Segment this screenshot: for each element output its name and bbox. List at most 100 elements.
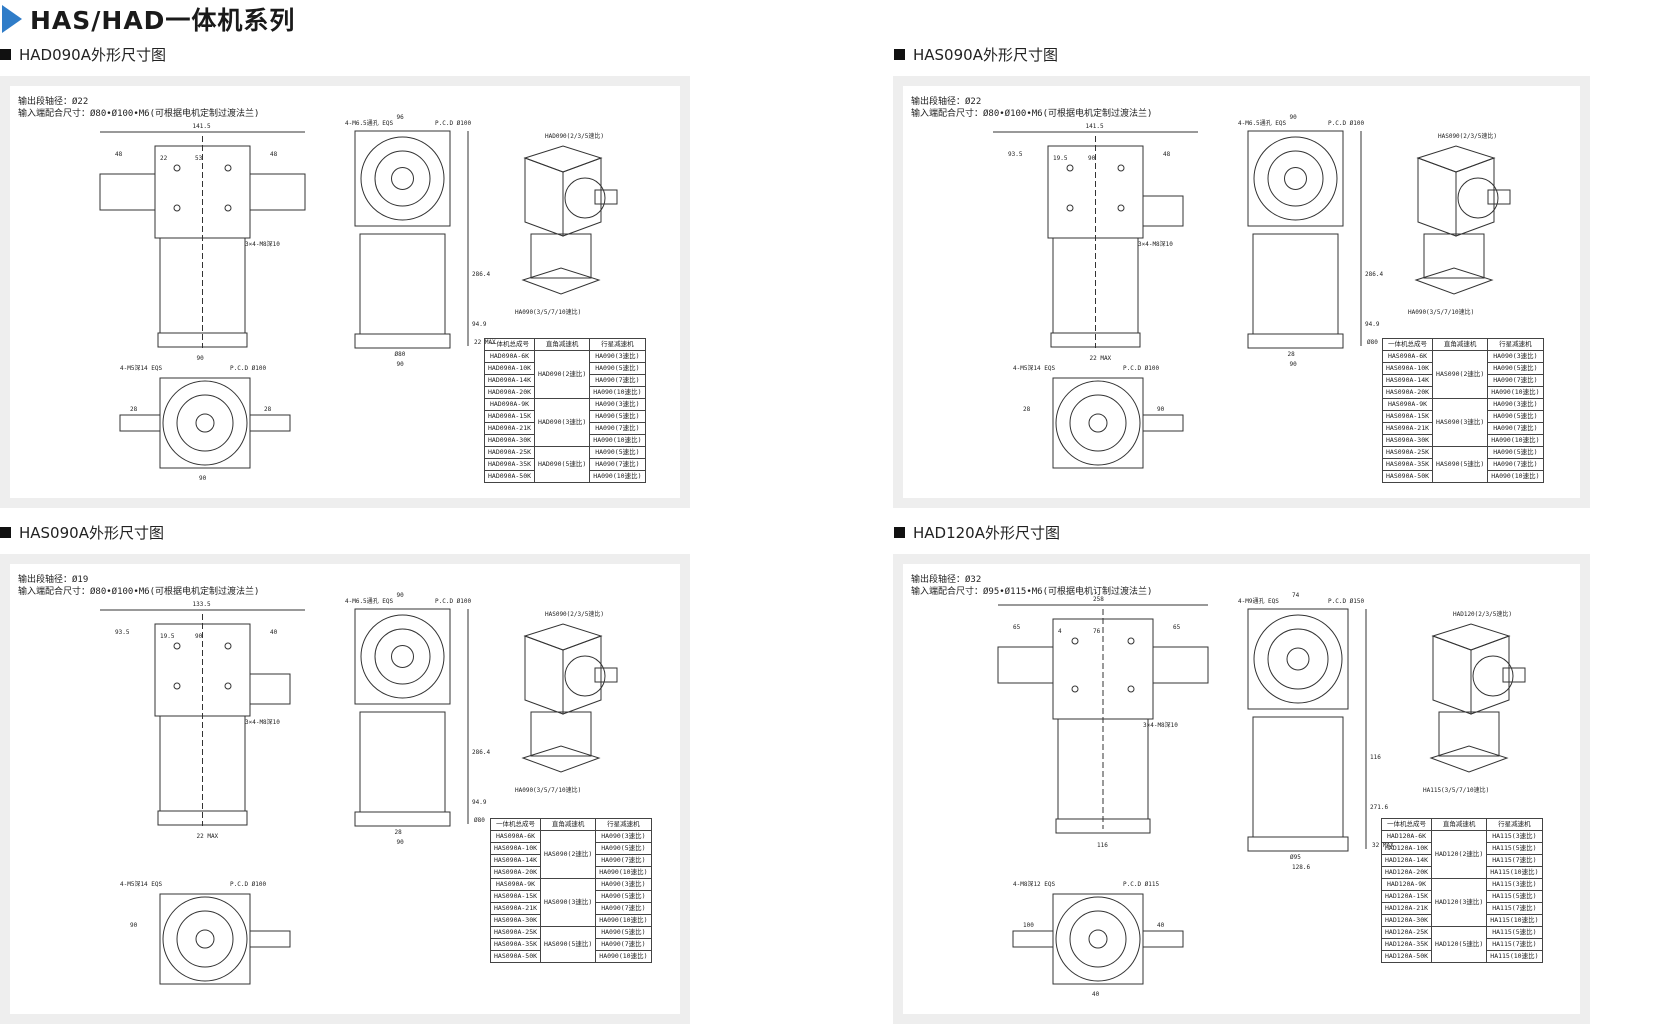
dimension-value: Ø80	[474, 817, 485, 824]
drawing-panel-4: 输出段轴径：Ø32 输入端配合尺寸：Ø95•Ø115•M6(可根据电机订制过渡法…	[893, 554, 1590, 1024]
bolt-hole	[224, 682, 232, 690]
flange-circle-inner	[374, 628, 431, 685]
model-number-cell: HAS090A-35K	[489, 938, 542, 951]
model-number-cell: HAD120A-14K	[1380, 854, 1433, 867]
planetary-reducer-cell: HA115(7速比)	[1486, 938, 1543, 951]
planetary-reducer-cell: HA090(10速比)	[595, 866, 652, 879]
model-number-cell: HAD120A-25K	[1380, 926, 1433, 939]
output-shaft-left	[997, 646, 1054, 684]
iso-planetary-body	[530, 233, 592, 279]
planetary-reducer-cell: HA090(10速比)	[1487, 386, 1544, 399]
column-header: 一体机总成号	[1380, 818, 1433, 831]
side-head-outline	[354, 130, 451, 227]
table-row: HAS090A-20K HA090(10速比)	[489, 866, 652, 879]
dimension-value: 96	[397, 114, 405, 121]
iso-input-flange	[1414, 267, 1494, 295]
planetary-reducer-cell: HA090(5速比)	[589, 362, 646, 375]
bottom-shaft-right	[249, 930, 291, 948]
drawing-panel-1: 输出段轴径：Ø22 输入端配合尺寸：Ø80•Ø100•M6(可根据电机定制过渡法…	[0, 76, 690, 508]
model-number-cell: HAD120A-9K	[1380, 878, 1433, 891]
bolt-hole	[173, 642, 181, 650]
front-view	[993, 131, 1198, 348]
dimension-value: 94.9	[472, 799, 487, 806]
bolt-hole	[173, 682, 181, 690]
right-angle-reducer-cell: HAD090(5速比)	[534, 446, 591, 483]
table-header-row: 一体机总成号直角减速机行星减速机	[1381, 338, 1544, 351]
planetary-reducer-cell: HA090(3速比)	[595, 830, 652, 843]
model-number-cell: HAS090A-10K	[489, 842, 542, 855]
drawing-sheet: 输出段轴径：Ø22 输入端配合尺寸：Ø80•Ø100•M6(可根据电机定制过渡法…	[10, 86, 680, 498]
iso-head-top	[1416, 145, 1496, 173]
dimension-value: 100	[1023, 922, 1034, 929]
bottom-shaft-left	[119, 414, 161, 432]
dimension-value: Ø80	[1367, 339, 1378, 346]
shaft-bore	[391, 167, 414, 190]
iso-head-right	[562, 635, 602, 715]
planetary-reducer-cell: HA090(10速比)	[589, 434, 646, 447]
isometric-view	[1414, 145, 1511, 295]
bottom-flange-circle	[1055, 896, 1141, 982]
planetary-reducer-cell: HA090(3速比)	[589, 398, 646, 411]
dimension-value: Ø95	[1290, 854, 1301, 861]
side-flange-outline	[354, 333, 451, 349]
dimension-value: 19.5	[160, 633, 175, 640]
planetary-reducer-cell: HA115(3速比)	[1486, 878, 1543, 891]
side-flange-outline	[1247, 333, 1344, 349]
planetary-reducer-cell: HA090(10速比)	[1487, 434, 1544, 447]
model-number-cell: HAS090A-20K	[489, 866, 542, 879]
model-number-cell: HAD090A-21K	[483, 422, 536, 435]
side-view	[1247, 608, 1367, 852]
model-number-cell: HAD120A-6K	[1380, 830, 1433, 843]
dimension-value: 116	[1097, 842, 1108, 849]
dimension-value: 116	[1370, 754, 1381, 761]
technical-drawing: HAS090(2/3/5速比) HA090(3/5/7/10速比) P.C.D …	[993, 114, 1511, 469]
right-angle-reducer-cell: HAD090(2速比)	[534, 350, 591, 399]
side-view	[354, 608, 469, 827]
flange-circle-inner	[374, 150, 431, 207]
callout-pcd-top: P.C.D Ø150	[1328, 598, 1365, 605]
front-view	[100, 609, 305, 826]
planetary-reducer-cell: HA115(7速比)	[1486, 854, 1543, 867]
dimension-value: 22	[160, 155, 168, 162]
spec-line-shaft: 输出段轴径：Ø32	[911, 575, 982, 585]
iso-output-shaft	[1502, 667, 1526, 683]
bottom-shaft-right	[1142, 930, 1184, 948]
dimension-value: 258	[1093, 596, 1104, 603]
dimension-value: 40	[1092, 991, 1100, 998]
bottom-view	[159, 893, 291, 985]
planetary-reducer-cell: HA115(7速比)	[1486, 902, 1543, 915]
dimension-value: 19.5	[1053, 155, 1068, 162]
callout-right-angle-model: HAD120(2/3/5速比)	[1453, 610, 1512, 618]
dimension-value: 94.9	[1365, 321, 1380, 328]
bottom-flange-inner	[176, 910, 234, 968]
right-angle-reducer-cell: HAD090(3速比)	[534, 398, 591, 447]
bottom-flange-inner	[1069, 394, 1127, 452]
bottom-view	[1012, 893, 1184, 985]
model-number-cell: HAS090A-50K	[489, 950, 542, 963]
bottom-shaft-left	[1012, 930, 1054, 948]
dimension-value: 4	[1058, 628, 1062, 635]
planetary-reducer-cell: HA090(10速比)	[595, 914, 652, 927]
dimension-value: 74	[1292, 592, 1300, 599]
flange-circle	[360, 614, 445, 699]
iso-input-flange	[1429, 745, 1509, 773]
planetary-reducer-cell: HA090(7速比)	[595, 902, 652, 915]
callout-right-angle-model: HAS090(2/3/5速比)	[545, 610, 604, 618]
planetary-reducer-cell: HA090(7速比)	[1487, 458, 1544, 471]
section-heading-text: HAD090A外形尺寸图	[19, 46, 166, 64]
dimension-value: 90	[130, 922, 138, 929]
callout-holes-top: 4-M9通孔 EQS	[1238, 597, 1279, 605]
square-bullet-icon	[894, 527, 905, 538]
dimension-value: 90	[195, 633, 203, 640]
dimension-value: 28	[395, 829, 403, 836]
bolt-hole	[1127, 637, 1135, 645]
dimension-value: 28	[264, 406, 272, 413]
flange-circle-inner	[1267, 628, 1329, 690]
